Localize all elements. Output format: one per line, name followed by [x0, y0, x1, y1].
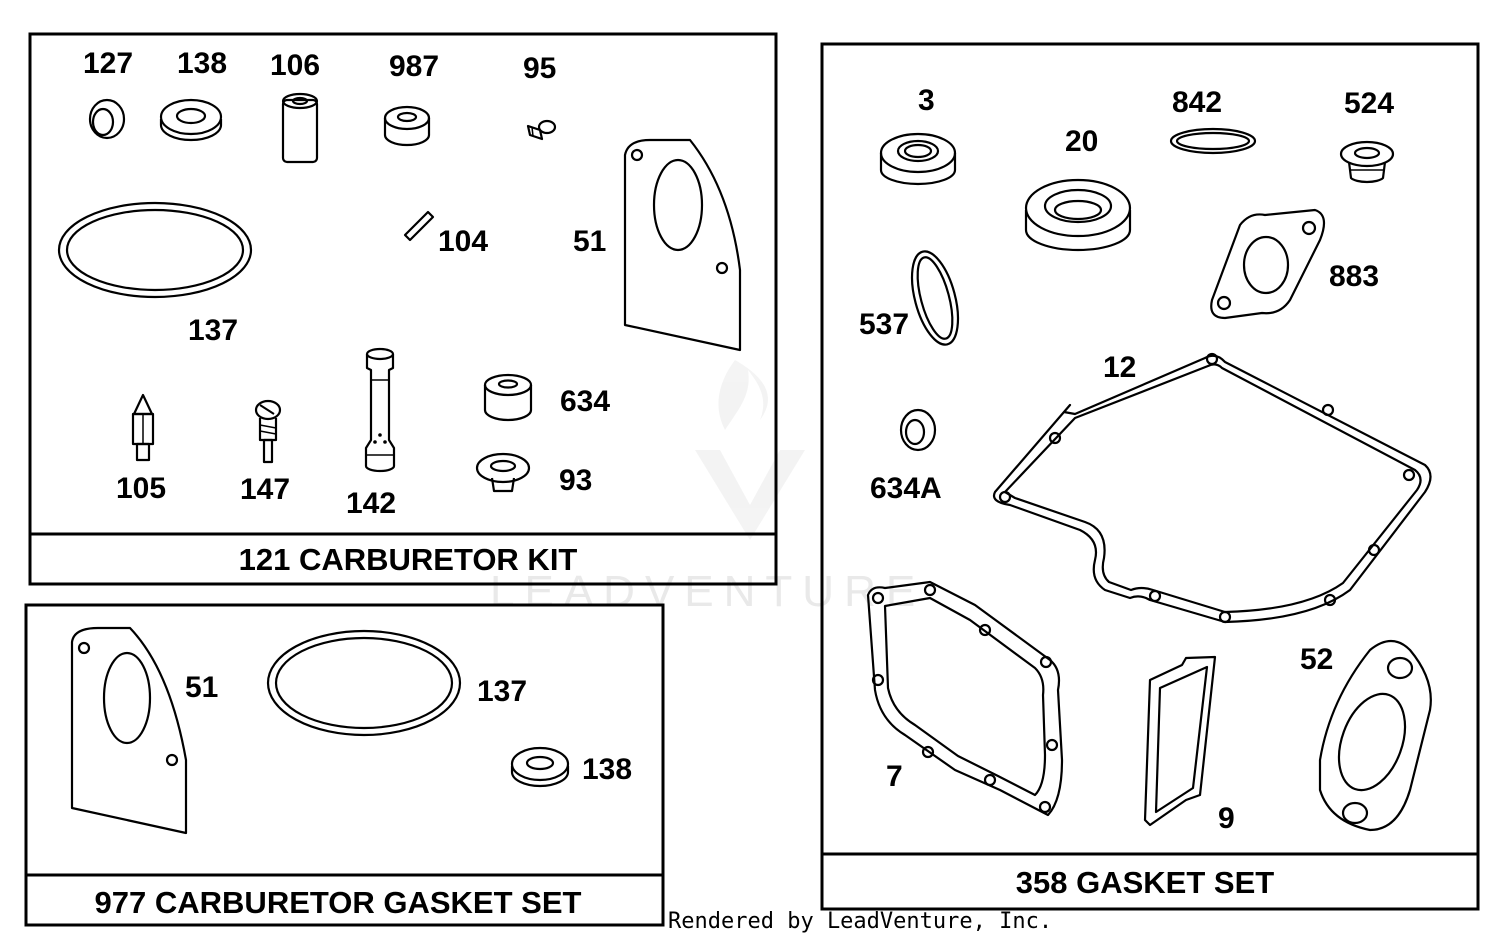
part-137-o-ring-2[interactable]	[266, 629, 462, 737]
carburetor-gasket-set-frame	[24, 603, 665, 927]
label-20: 20	[1065, 125, 1098, 158]
carburetor-gasket-set-panel: 977 CARBURETOR GASKET SET 51 137 138	[24, 603, 665, 927]
part-138-washer-2[interactable]	[510, 746, 570, 788]
part-9-cover-gasket[interactable]	[1143, 655, 1217, 827]
carburetor-kit-panel: 121 CARBURETOR KIT	[28, 32, 778, 586]
part-52-intake-gasket[interactable]	[1318, 639, 1432, 832]
label-51: 51	[573, 225, 606, 258]
label-138: 138	[177, 47, 227, 80]
part-105-needle[interactable]	[131, 393, 155, 462]
label-842: 842	[1172, 86, 1222, 119]
part-537-o-ring[interactable]	[903, 246, 966, 349]
part-51-gasket-plate[interactable]	[70, 626, 188, 835]
leadventure-watermark-logo	[695, 360, 805, 540]
part-524-grommet[interactable]	[1339, 140, 1395, 184]
label-105: 105	[116, 472, 166, 505]
part-93-retainer[interactable]	[475, 452, 531, 493]
label-7: 7	[886, 760, 903, 793]
label-137: 137	[188, 314, 238, 347]
part-7-head-gasket[interactable]	[866, 580, 1064, 817]
part-883-intake-gasket[interactable]	[1210, 208, 1326, 320]
part-138-washer[interactable]	[159, 98, 223, 142]
label-634: 634	[560, 385, 610, 418]
watermark-text: LEADVENTURE	[490, 567, 925, 616]
label-3: 3	[918, 84, 935, 117]
carburetor-kit-frame	[28, 32, 778, 586]
label-104: 104	[438, 225, 488, 258]
part-842-o-ring[interactable]	[1169, 127, 1257, 155]
label-127: 127	[83, 47, 133, 80]
label-147: 147	[240, 473, 290, 506]
carburetor-kit-title: 121 CARBURETOR KIT	[239, 542, 578, 577]
label-95: 95	[523, 52, 556, 85]
label-537: 537	[859, 308, 909, 341]
part-95-screw[interactable]	[526, 119, 557, 141]
part-127-cap[interactable]	[88, 98, 126, 140]
label-51-b: 51	[185, 671, 218, 704]
part-147-screw[interactable]	[254, 399, 282, 464]
label-634a: 634A	[870, 472, 942, 505]
label-12: 12	[1103, 351, 1136, 384]
gasket-set-title: 358 GASKET SET	[1016, 865, 1274, 900]
part-634a-washer[interactable]	[899, 408, 937, 452]
label-987: 987	[389, 50, 439, 83]
label-93: 93	[559, 464, 592, 497]
label-137-b: 137	[477, 675, 527, 708]
part-20-oil-seal[interactable]	[1024, 178, 1132, 252]
credit-text: Rendered by LeadVenture, Inc.	[668, 909, 1052, 934]
label-9: 9	[1218, 802, 1235, 835]
part-106-bushing[interactable]	[281, 92, 319, 164]
label-106: 106	[270, 49, 320, 82]
part-12-crankcase-gasket[interactable]	[992, 352, 1432, 624]
label-138-b: 138	[582, 753, 632, 786]
part-51-gasket[interactable]	[623, 138, 742, 352]
part-137-o-ring[interactable]	[57, 201, 253, 299]
label-52: 52	[1300, 643, 1333, 676]
carburetor-gasket-set-title: 977 CARBURETOR GASKET SET	[95, 885, 582, 920]
gasket-set-panel: 358 GASKET SET	[820, 42, 1480, 911]
gasket-set-frame	[820, 42, 1480, 911]
part-3-oil-seal[interactable]	[879, 132, 957, 186]
part-634-bushing[interactable]	[483, 373, 533, 422]
label-142: 142	[346, 487, 396, 520]
part-987-spacer[interactable]	[383, 105, 431, 147]
label-883: 883	[1329, 260, 1379, 293]
part-104-pin[interactable]	[403, 210, 435, 242]
part-142-emulsion-tube[interactable]	[364, 347, 396, 473]
label-524: 524	[1344, 87, 1394, 120]
